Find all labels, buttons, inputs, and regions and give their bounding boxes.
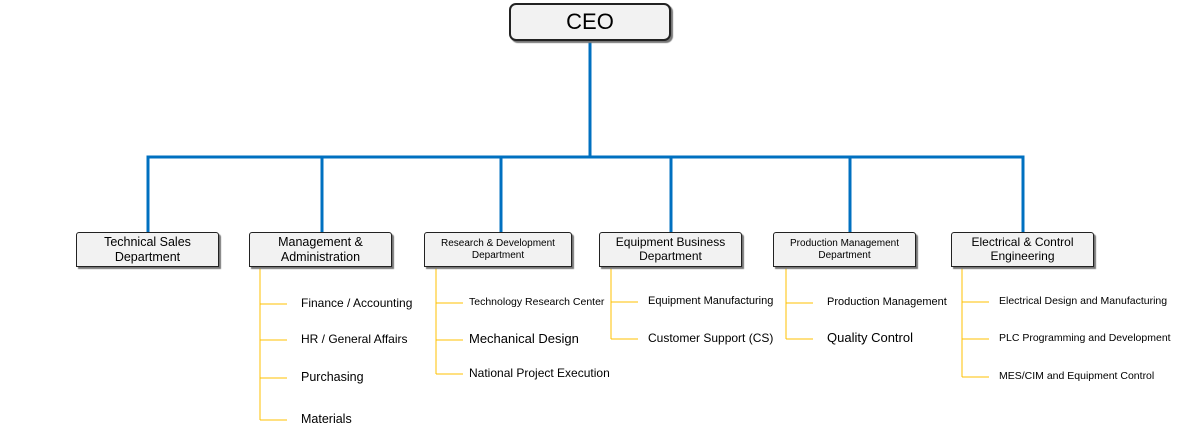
sub-unit-label: Purchasing	[301, 370, 364, 384]
sub-unit-label: Customer Support (CS)	[648, 331, 774, 345]
dept-label-line: Department	[639, 248, 702, 263]
sub-unit-label: Production Management	[827, 296, 947, 308]
sub-unit-label: Mechanical Design	[469, 331, 579, 346]
sub-unit-label: Materials	[301, 412, 352, 426]
sub-unit-label: HR / General Affairs	[301, 332, 408, 346]
dept-label-line: Electrical & Control	[971, 234, 1074, 249]
dept-label-line: Department	[471, 249, 525, 261]
sub-unit-label: PLC Programming and Development	[999, 332, 1171, 344]
sub-unit-label: MES/CIM and Equipment Control	[999, 370, 1155, 382]
dept-label-line: Equipment Business	[615, 234, 726, 249]
sub-unit-label: National Project Execution	[469, 366, 610, 380]
dept-label-line: Research & Development	[441, 238, 555, 249]
ceo-label: CEO	[566, 9, 614, 34]
dept-label-line: Engineering	[990, 248, 1055, 263]
sub-unit-label: Quality Control	[827, 330, 913, 345]
sub-unit-label: Technology Research Center	[469, 296, 605, 308]
sub-unit-label: Electrical Design and Manufacturing	[999, 295, 1168, 307]
sub-unit-label: Finance / Accounting	[301, 296, 413, 310]
dept-label-line: Management &	[278, 235, 363, 250]
ceo-box: CEO	[509, 3, 671, 41]
dept-label-line: Department	[818, 249, 871, 261]
dept-label-line: Administration	[280, 249, 361, 264]
dept-label-line: Technical Sales	[104, 235, 191, 250]
dept-box-2: Management &Administration	[249, 232, 392, 267]
sub-unit-label: Equipment Manufacturing	[648, 295, 774, 307]
dept-label-line: Department	[114, 249, 181, 264]
dept-label-line: Production Management	[790, 238, 899, 249]
